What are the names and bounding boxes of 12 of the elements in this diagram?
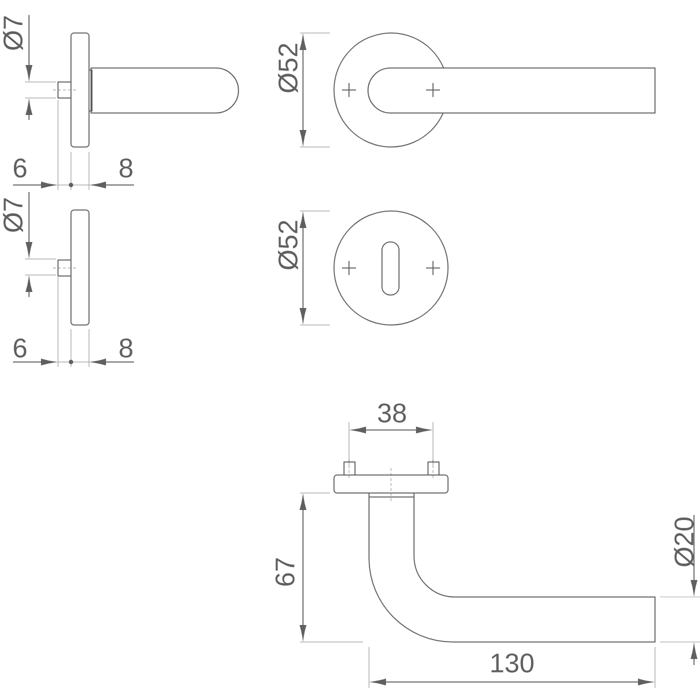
dimension-label: Ø7 bbox=[2, 16, 24, 50]
dimension-label: 6 bbox=[14, 338, 26, 358]
dimension-label: Ø20 bbox=[674, 518, 694, 567]
dimension-label: 6 bbox=[14, 158, 26, 178]
dimension-label: 38 bbox=[378, 403, 406, 423]
dimension-label: Ø52 bbox=[278, 220, 298, 270]
dimension-label: 8 bbox=[120, 158, 132, 178]
dimension-label: Ø7 bbox=[2, 198, 24, 232]
dimension-label: 130 bbox=[492, 653, 534, 673]
dimension-label: Ø52 bbox=[278, 44, 298, 93]
dimension-label: 67 bbox=[275, 558, 295, 586]
dimension-label: 8 bbox=[120, 338, 132, 358]
